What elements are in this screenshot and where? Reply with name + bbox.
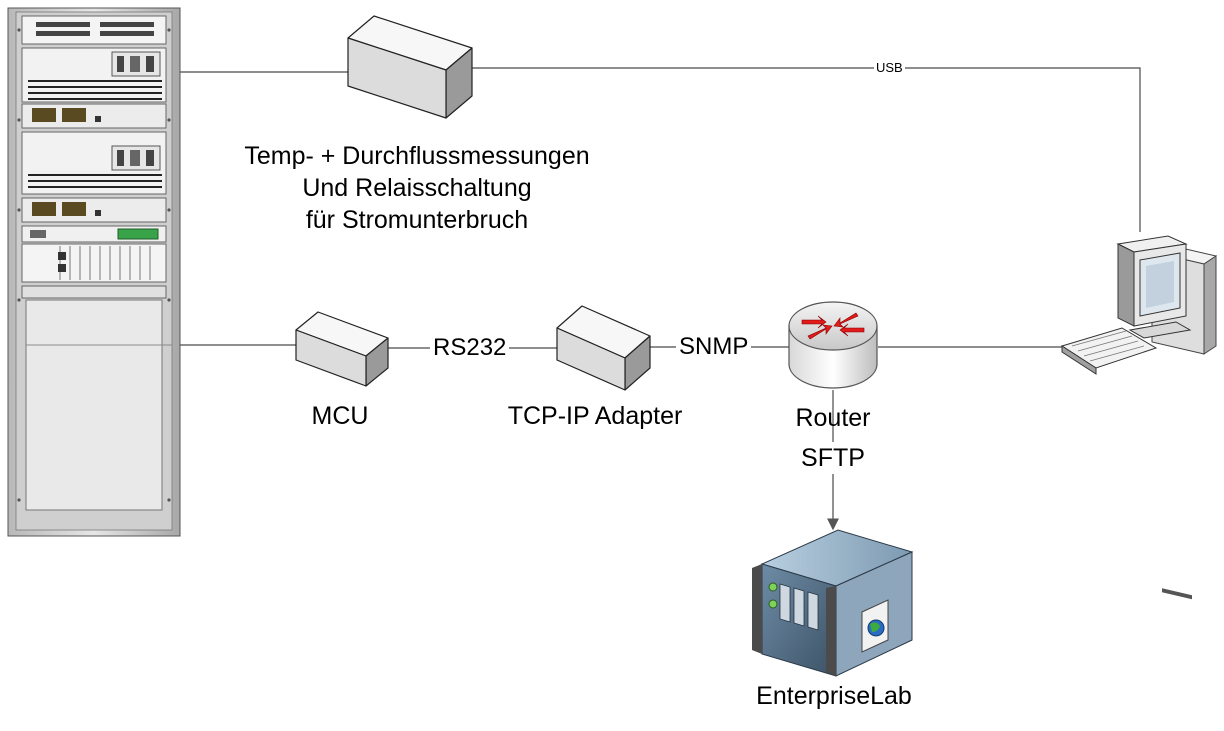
connection-lines: [172, 67, 1141, 531]
snmp-connection-label: SNMP: [676, 333, 752, 361]
mcu-label: MCU: [311, 402, 369, 430]
sftp-connection-label: SFTP: [773, 442, 893, 474]
sensor-box-label: Temp- + Durchflussmessungen Und Relaissc…: [210, 140, 624, 236]
sensor-box-label-line-3: für Stromunterbruch: [305, 206, 529, 234]
tcp-ip-adapter-label: TCP-IP Adapter: [507, 402, 683, 430]
pc-workstation-icon: [1060, 235, 1218, 600]
sensor-box-label-line-1: Temp- + Durchflussmessungen: [244, 142, 590, 170]
server-icon: [752, 529, 914, 677]
router-label: Router: [795, 404, 871, 432]
enterpriselab-label: EnterpriseLab: [756, 682, 912, 710]
sensor-box-icon: [347, 15, 473, 119]
line-sensor-to-pc-usb: [458, 67, 1141, 232]
equipment-rack-icon: [7, 7, 181, 537]
mcu-box-icon: [295, 311, 389, 387]
usb-connection-label: USB: [874, 60, 905, 75]
tcp-ip-adapter-box-icon: [556, 305, 651, 391]
rs232-connection-label: RS232: [430, 334, 510, 362]
sensor-box-label-line-2: Und Relaisschaltung: [302, 174, 532, 202]
router-icon: [788, 301, 878, 389]
